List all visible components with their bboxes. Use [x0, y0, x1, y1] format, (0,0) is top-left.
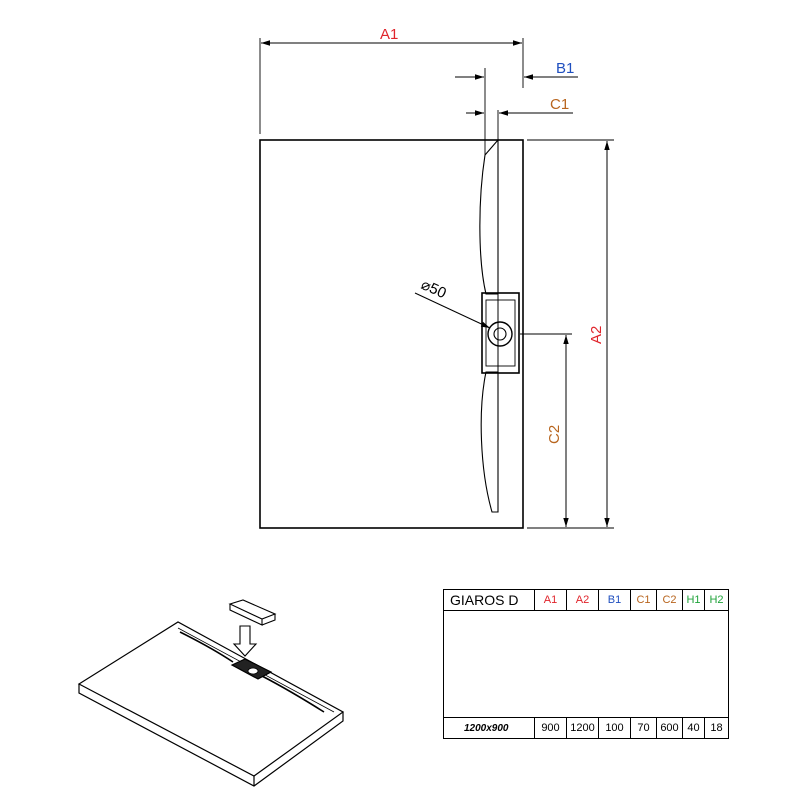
- drain-cover-piece: [228, 599, 277, 626]
- header-b1: B1: [598, 589, 631, 611]
- header-c1: C1: [630, 589, 657, 611]
- header-c2: C2: [656, 589, 683, 611]
- c2-label: C2: [546, 425, 563, 444]
- row-c2: 600: [656, 717, 683, 739]
- spec-table: GIAROS D A1 A2 B1 C1 C2 H1 H2 1200x900 9…: [443, 589, 729, 739]
- table-row: 1200x900 900 1200 100 70 600 40 18: [443, 717, 729, 739]
- header-a1: A1: [534, 589, 567, 611]
- isometric-view: [77, 599, 345, 787]
- drain-channel-upper: [479, 138, 499, 295]
- row-c1: 70: [630, 717, 657, 739]
- tray-isometric-side: [78, 684, 344, 787]
- row-h1: 40: [682, 717, 705, 739]
- row-a1: 900: [534, 717, 567, 739]
- insert-arrow-icon: [232, 625, 258, 657]
- drain-channel-lower: [480, 371, 499, 513]
- drain-box: [481, 292, 520, 374]
- drain-hole-inner: [493, 327, 507, 341]
- row-model: 1200x900: [443, 717, 535, 739]
- spec-table-spacer: [443, 610, 729, 718]
- spec-table-title: GIAROS D: [443, 589, 535, 611]
- c1-label: C1: [550, 96, 569, 113]
- a1-label: A1: [380, 26, 398, 43]
- a2-label: A2: [588, 326, 605, 344]
- b1-label: B1: [556, 60, 574, 77]
- tray-isometric-drain-hole: [247, 667, 259, 675]
- diameter-label: ⌀50: [418, 276, 448, 302]
- row-b1: 100: [598, 717, 631, 739]
- row-h2: 18: [704, 717, 729, 739]
- spec-table-header: GIAROS D A1 A2 B1 C1 C2 H1 H2: [443, 589, 729, 611]
- header-h1: H1: [682, 589, 705, 611]
- header-h2: H2: [704, 589, 729, 611]
- drain-hole: [487, 321, 513, 347]
- row-a2: 1200: [566, 717, 599, 739]
- tray-isometric-channel: [179, 631, 325, 713]
- drain-box-inner: [485, 299, 516, 367]
- diameter-leader: [414, 292, 491, 329]
- header-a2: A2: [566, 589, 599, 611]
